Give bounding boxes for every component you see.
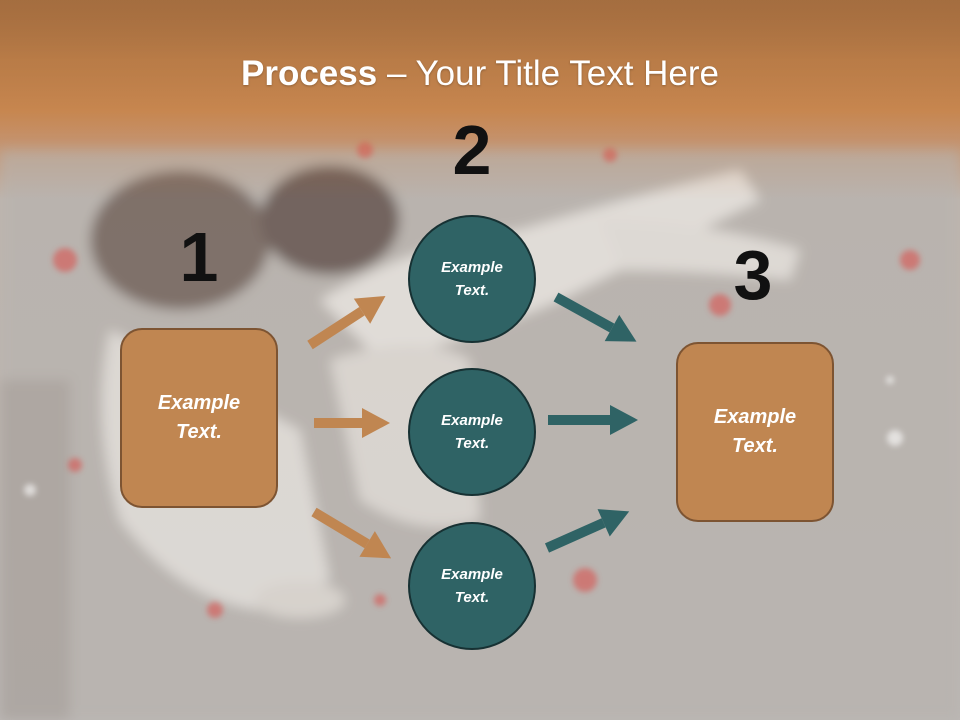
step3-box-text: Example Text. (713, 406, 797, 457)
title-bold: Process (241, 54, 378, 93)
step1-box: Example Text. (120, 328, 278, 508)
step2-circle-bottom-text: Example Text. (441, 566, 503, 606)
arrow-bottom-to-step3 (544, 509, 630, 553)
arrow-top-to-step3 (553, 292, 637, 342)
arrow-step1-to-top (307, 295, 386, 350)
step1-box-text: Example Text. (157, 392, 241, 443)
arrow-step1-to-middle (314, 408, 390, 438)
arrow-middle-to-step3 (548, 405, 638, 435)
step2-circle-top: Example Text. (408, 215, 536, 343)
arrow-step1-to-bottom (311, 507, 392, 559)
step2-circle-middle: Example Text. (408, 368, 536, 496)
step2-circle-middle-text: Example Text. (441, 412, 503, 452)
step3-box: Example Text. (676, 342, 834, 522)
step-number-2: 2 (452, 111, 492, 189)
step-number-3: 3 (733, 236, 773, 314)
step-number-1: 1 (179, 218, 219, 296)
step2-circle-top-text: Example Text. (441, 259, 503, 299)
slide-title: Process – Your Title Text Here (0, 52, 960, 96)
title-rest: – Your Title Text Here (377, 54, 719, 93)
step2-circle-bottom: Example Text. (408, 522, 536, 650)
